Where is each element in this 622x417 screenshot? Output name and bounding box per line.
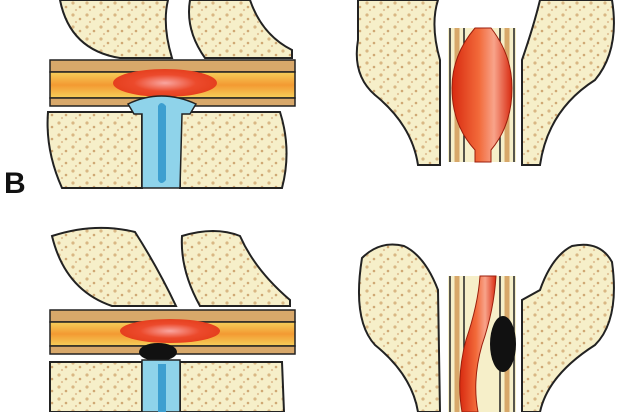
vertebra-left <box>359 245 440 413</box>
vertebra-left <box>357 0 440 165</box>
spinous-process <box>189 0 292 58</box>
vertebra-right <box>522 0 614 165</box>
vertebra-right <box>522 245 614 412</box>
cord-swelling <box>113 69 217 97</box>
panel-label: B <box>4 167 26 200</box>
vertebral-body <box>180 362 284 412</box>
compressive-lesion <box>139 343 177 361</box>
cord-swelling <box>120 319 220 343</box>
spinous-process <box>52 228 176 306</box>
vertebral-body <box>48 112 142 188</box>
vertebral-body <box>180 112 287 188</box>
compressive-lesion <box>490 316 516 372</box>
top-sagittal-view <box>48 0 295 188</box>
bottom-axial-view <box>359 245 614 413</box>
spinous-process <box>60 0 172 58</box>
spinous-process <box>182 231 290 306</box>
top-axial-view <box>357 0 614 165</box>
bottom-sagittal-view <box>50 228 295 412</box>
vertebral-body <box>50 362 142 412</box>
